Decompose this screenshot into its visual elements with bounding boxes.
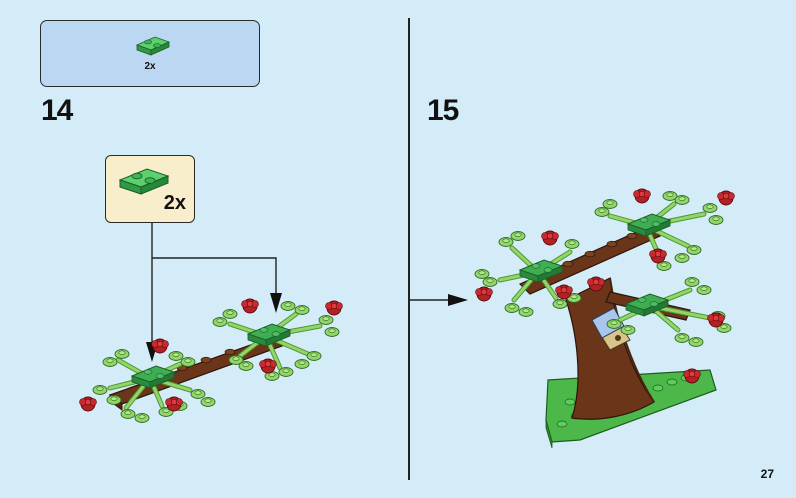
parts-list-box: 2x xyxy=(40,20,260,87)
tree-branch-icon xyxy=(79,298,343,423)
pointer-arrow-icon xyxy=(408,294,468,306)
step-number-15: 15 xyxy=(427,94,459,127)
step-number-14: 14 xyxy=(41,94,73,127)
page-number: 27 xyxy=(760,467,774,481)
green-plate-1x2-icon xyxy=(118,168,170,195)
tree-assembly-icon xyxy=(474,188,735,449)
parts-quantity: 2x xyxy=(144,61,156,72)
step-divider xyxy=(408,18,410,480)
green-plate-1x2-icon xyxy=(135,36,171,56)
sub-assembly-callout: 2x xyxy=(105,155,195,223)
callout-quantity: 2x xyxy=(163,192,186,214)
pointer-arrow-icon xyxy=(270,293,282,313)
